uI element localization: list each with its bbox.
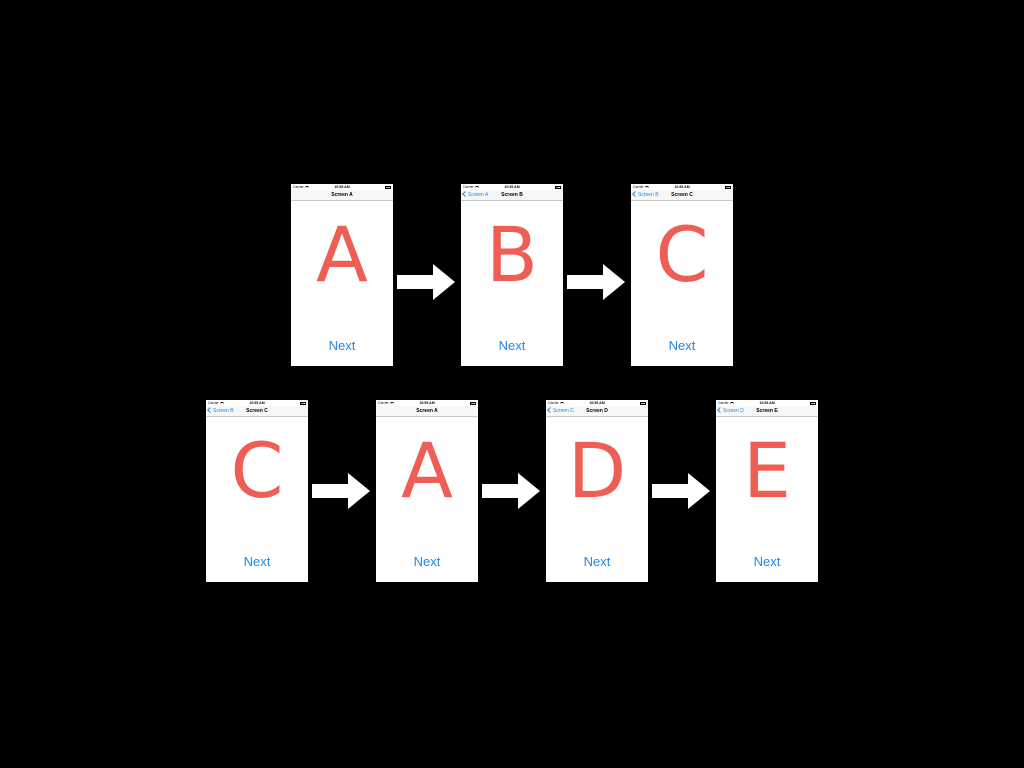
back-button[interactable]: Screen C (547, 406, 574, 417)
nav-bar: Screen B Screen C (631, 190, 733, 201)
phone-screen-c: Carrier 10:55 AM Screen B Screen C C Nex… (206, 400, 308, 582)
carrier-label: Carrier (463, 185, 474, 189)
clock-label: 10:55 AM (759, 401, 775, 405)
battery-icon (385, 185, 391, 189)
battery-icon (810, 401, 816, 405)
screen-letter: A (401, 426, 453, 515)
carrier-label: Carrier (633, 185, 644, 189)
phone-screen-a: Carrier 10:55 AM Screen A A Next (291, 184, 393, 366)
status-bar: Carrier 10:55 AM (206, 400, 308, 406)
next-button[interactable]: Next (753, 554, 781, 569)
wifi-icon (730, 401, 734, 406)
carrier-label: Carrier (208, 401, 219, 405)
next-button[interactable]: Next (498, 338, 526, 353)
wifi-icon (390, 401, 394, 406)
arrow-icon (567, 264, 625, 300)
status-bar: Carrier 10:55 AM (631, 184, 733, 190)
screen-letter: A (316, 210, 368, 299)
carrier-label: Carrier (378, 401, 389, 405)
status-bar: Carrier 10:55 AM (546, 400, 648, 406)
back-label: Screen C (553, 408, 574, 414)
arrow-icon (312, 473, 370, 509)
clock-label: 10:55 AM (249, 401, 265, 405)
clock-label: 10:55 AM (674, 185, 690, 189)
wifi-icon (220, 401, 224, 406)
arrow-icon (652, 473, 710, 509)
back-button[interactable]: Screen B (207, 406, 234, 417)
phone-screen-a: Carrier 10:55 AM Screen A A Next (376, 400, 478, 582)
battery-icon (555, 185, 561, 189)
nav-bar: Screen C Screen D (546, 406, 648, 417)
clock-label: 10:55 AM (504, 185, 520, 189)
phone-screen-b: Carrier 10:55 AM Screen A Screen B B Nex… (461, 184, 563, 366)
back-button[interactable]: Screen D (717, 406, 744, 417)
carrier-label: Carrier (548, 401, 559, 405)
phone-screen-e: Carrier 10:55 AM Screen D Screen E E Nex… (716, 400, 818, 582)
carrier-label: Carrier (718, 401, 729, 405)
wifi-icon (560, 401, 564, 406)
screen-letter: C (230, 426, 284, 515)
carrier-label: Carrier (293, 185, 304, 189)
screen-letter: B (485, 210, 539, 299)
clock-label: 10:55 AM (589, 401, 605, 405)
nav-title: Screen D (586, 408, 608, 414)
nav-title: Screen E (756, 408, 778, 414)
next-button[interactable]: Next (668, 338, 696, 353)
back-button[interactable]: Screen B (632, 190, 659, 201)
nav-title: Screen A (416, 408, 438, 414)
next-button[interactable]: Next (413, 554, 441, 569)
nav-bar: Screen A Screen B (461, 190, 563, 201)
arrow-icon (482, 473, 540, 509)
next-button[interactable]: Next (243, 554, 271, 569)
nav-bar: Screen B Screen C (206, 406, 308, 417)
wifi-icon (475, 185, 479, 190)
wifi-icon (305, 185, 309, 190)
battery-icon (640, 401, 646, 405)
battery-icon (300, 401, 306, 405)
status-bar: Carrier 10:55 AM (461, 184, 563, 190)
status-bar: Carrier 10:55 AM (376, 400, 478, 406)
nav-title: Screen C (671, 192, 693, 198)
nav-title: Screen C (246, 408, 268, 414)
screen-letter: D (567, 426, 627, 515)
nav-bar: Screen A (291, 190, 393, 201)
nav-title: Screen B (501, 192, 523, 198)
status-bar: Carrier 10:55 AM (716, 400, 818, 406)
back-label: Screen A (468, 192, 489, 198)
status-bar: Carrier 10:55 AM (291, 184, 393, 190)
clock-label: 10:55 AM (334, 185, 350, 189)
screen-letter: E (742, 426, 792, 515)
back-button[interactable]: Screen A (462, 190, 489, 201)
clock-label: 10:55 AM (419, 401, 435, 405)
phone-screen-d: Carrier 10:55 AM Screen C Screen D D Nex… (546, 400, 648, 582)
screen-letter: C (655, 210, 709, 299)
back-label: Screen D (723, 408, 744, 414)
nav-title: Screen A (331, 192, 353, 198)
arrow-icon (397, 264, 455, 300)
battery-icon (725, 185, 731, 189)
back-label: Screen B (213, 408, 234, 414)
next-button[interactable]: Next (583, 554, 611, 569)
nav-bar: Screen A (376, 406, 478, 417)
nav-bar: Screen D Screen E (716, 406, 818, 417)
battery-icon (470, 401, 476, 405)
phone-screen-c: Carrier 10:55 AM Screen B Screen C C Nex… (631, 184, 733, 366)
next-button[interactable]: Next (328, 338, 356, 353)
wifi-icon (645, 185, 649, 190)
back-label: Screen B (638, 192, 659, 198)
